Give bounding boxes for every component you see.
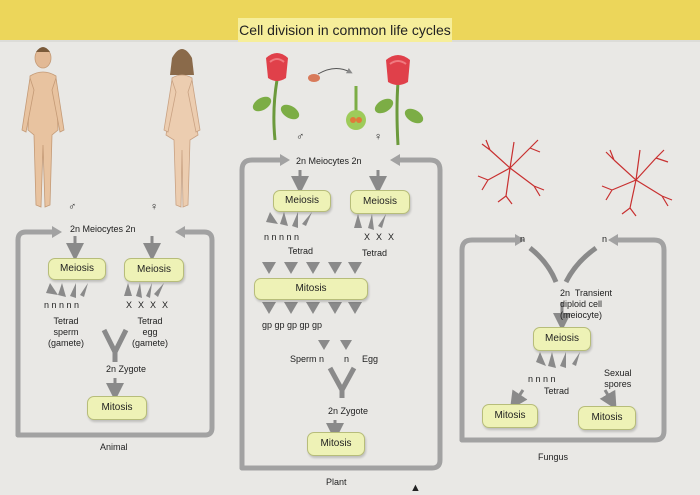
plant-zygote-label: 2n Zygote	[328, 406, 369, 416]
plant-egg-n-label: n	[344, 354, 350, 364]
fungus-n-left: n	[520, 234, 526, 244]
animal-panel-label: Animal	[100, 442, 128, 452]
plant-sperm-label: Sperm n	[290, 354, 325, 364]
fungus-n-right: n	[602, 234, 608, 244]
plant-panel-label: Plant	[326, 477, 347, 487]
male-symbol: ♂	[68, 201, 77, 213]
animal-mitosis-box: Mitosis	[87, 396, 147, 420]
animal-n-row: n n n n n	[44, 300, 80, 310]
plant-gametophyte-row: gp gp gp gp gp	[262, 320, 323, 330]
animal-tetrad-egg: Tetrad egg (gamete)	[132, 316, 169, 348]
fungus-meiosis-box: Meiosis	[533, 327, 591, 351]
fungus-n-row: n n n n	[528, 374, 556, 384]
female-symbol: ♀	[150, 201, 159, 213]
fungus-transient-label: 2n Transient diploid cell (meiocyte)	[560, 288, 613, 320]
fungus-mitosis-box-left: Mitosis	[482, 404, 538, 428]
fungus-tetrad-label: Tetrad	[544, 386, 570, 396]
plant-n-row: n n n n n	[264, 232, 300, 242]
animal-meiosis-box-right: Meiosis	[124, 258, 184, 282]
fungus-mycelium-right	[601, 149, 673, 217]
plant-meiosis-box-left: Meiosis	[273, 190, 331, 212]
female-human-figure	[163, 49, 201, 208]
animal-cycle-loop	[15, 229, 55, 438]
plant-meiocytes-label: 2n Meiocytes 2n	[296, 156, 362, 166]
animal-meiocytes-label: 2n Meiocytes 2n	[70, 224, 136, 234]
plant-fertilization-arrow	[327, 366, 357, 398]
animal-meiosis-box-left: Meiosis	[48, 258, 106, 280]
plant-mitosis-box-top: Mitosis	[254, 278, 368, 300]
animal-fertilization-arrow	[101, 328, 129, 362]
fungus-mycelium-left	[477, 139, 545, 205]
pistil-illustration	[346, 86, 366, 130]
animal-cross-row: XXXX	[126, 300, 175, 310]
plant-male-symbol: ♂	[296, 131, 305, 143]
fungus-mitosis-box-right: Mitosis	[578, 406, 636, 430]
plant-egg-label: Egg	[362, 354, 379, 364]
fungus-cycle-loop	[459, 237, 518, 443]
plant-cycle-loop	[239, 157, 283, 471]
plant-meiosis-box-right: Meiosis	[350, 190, 410, 214]
male-human-figure	[21, 47, 65, 208]
anther-icon	[308, 74, 320, 82]
animal-zygote-label: 2n Zygote	[106, 364, 147, 374]
plant-cross-row: XXX	[364, 232, 401, 242]
figure-title: Cell division in common life cycles	[238, 18, 452, 42]
flower-illustration-right	[374, 55, 424, 146]
animal-tetrad-sperm: Tetrad sperm (gamete)	[48, 316, 85, 348]
plant-tetrad-right: Tetrad	[362, 248, 388, 258]
plant-female-symbol: ♀	[374, 131, 383, 143]
pollination-arrow	[317, 67, 353, 75]
flower-illustration-left	[252, 53, 300, 141]
fungus-sexual-spores-label: Sexual spores	[604, 368, 632, 389]
fungus-panel-label: Fungus	[538, 452, 569, 462]
mouse-cursor-icon: ▲	[410, 482, 421, 494]
fungus-fusion-arrow	[528, 245, 598, 284]
plant-mitosis-box-bottom: Mitosis	[307, 432, 365, 456]
plant-tetrad-left: Tetrad	[288, 246, 314, 256]
